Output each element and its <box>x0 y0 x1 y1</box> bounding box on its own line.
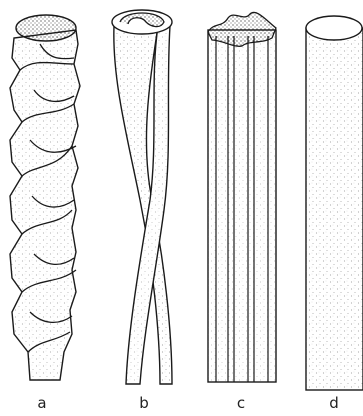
twisted-ribbon-fiber-icon <box>112 10 172 384</box>
panel-label-b: b <box>132 394 156 412</box>
panel-label-a: a <box>30 394 54 412</box>
panel-label-c: c <box>229 394 253 412</box>
panel-label-d: d <box>322 394 346 412</box>
smooth-cylinder-fiber-icon <box>306 16 363 390</box>
cuticle-scaled-fiber-icon <box>10 15 80 380</box>
striated-fiber-icon <box>208 12 276 382</box>
